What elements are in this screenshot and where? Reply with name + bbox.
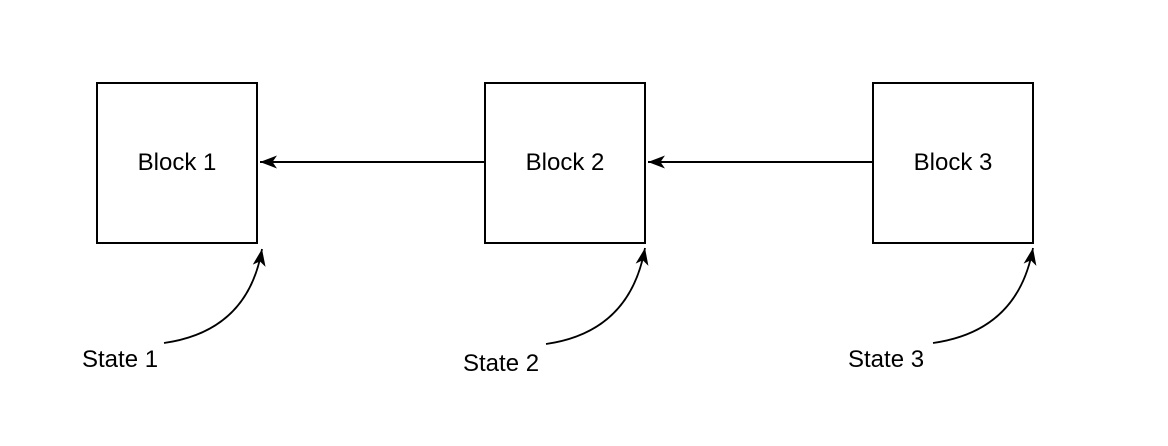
block-2-label: Block 2 (526, 149, 605, 176)
state-2-callout: State 2 (463, 247, 649, 377)
state-2-label: State 2 (463, 350, 539, 377)
block-3-node: Block 3 (872, 82, 1034, 244)
block-3-label: Block 3 (914, 149, 993, 176)
block-2-rect (484, 82, 646, 244)
state-3-callout: State 3 (848, 247, 1037, 373)
block-2-node: Block 2 (484, 82, 646, 244)
state-1-callout: State 1 (82, 248, 266, 373)
state-1-label: State 1 (82, 346, 158, 373)
state-2-arrow (545, 247, 649, 345)
block-1-rect (96, 82, 258, 244)
state-1-arrow (163, 248, 266, 344)
state-3-arrow (932, 247, 1037, 344)
state-3-label: State 3 (848, 346, 924, 373)
block-3-rect (872, 82, 1034, 244)
block-1-node: Block 1 (96, 82, 258, 244)
block-1-label: Block 1 (138, 149, 217, 176)
